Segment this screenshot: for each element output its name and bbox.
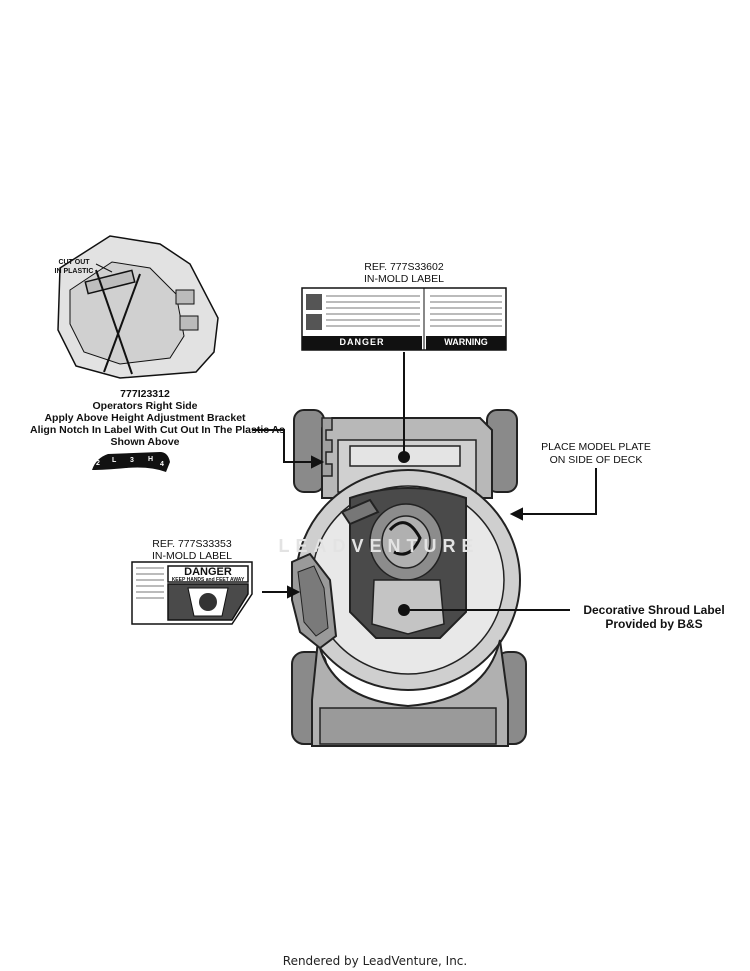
model-plate-line2: ON SIDE OF DECK [549, 454, 643, 466]
cutout-line2: IN PLASTIC [54, 268, 94, 275]
left-label-danger-sub: KEEP HANDS and FEET AWAY [171, 577, 245, 583]
shroud-callout: Decorative Shroud Label Provided by B&S [568, 603, 740, 631]
bracket-detail-graphic [57, 235, 219, 379]
model-plate-line1: PLACE MODEL PLATE [541, 441, 651, 453]
ref-777s33602-callout: REF. 777S33602 IN-MOLD LABEL [334, 261, 474, 285]
ref-777s33353-callout: REF. 777S33353 IN-MOLD LABEL [132, 538, 252, 562]
footer-credit: Rendered by LeadVenture, Inc. [282, 954, 468, 968]
bracket-part-number: 777I23312 [120, 388, 170, 400]
model-plate-callout: PLACE MODEL PLATE ON SIDE OF DECK [528, 441, 664, 467]
label-warning-text: WARNING [444, 337, 488, 347]
ref-777s33353-number: REF. 777S33353 [152, 538, 232, 550]
height-mark-2: 2 [96, 460, 100, 467]
ref-777s33353-type: IN-MOLD LABEL [152, 550, 232, 562]
height-mark-4: 4 [160, 461, 164, 468]
height-mark-3: 3 [130, 457, 134, 464]
mower-illustration [291, 409, 527, 747]
height-mark-l: L [112, 457, 117, 464]
bracket-line3: Align Notch In Label With Cut Out In The… [30, 424, 286, 436]
leader-lines [252, 352, 597, 611]
label-777s33353-graphic [131, 561, 253, 625]
ref-777s33602-number: REF. 777S33602 [364, 261, 444, 273]
cutout-line1: CUT OUT [58, 259, 90, 266]
bracket-line2: Apply Above Height Adjustment Bracket [44, 412, 246, 424]
bracket-callout: 777I23312 Operators Right Side Apply Abo… [30, 388, 286, 448]
height-marks: 2 L 3 H 4 [94, 455, 170, 471]
left-label-danger-text: DANGER [184, 566, 232, 578]
bracket-line4: Shown Above [110, 436, 180, 448]
ref-777s33602-type: IN-MOLD LABEL [364, 273, 444, 285]
height-mark-h: H [148, 456, 154, 463]
cutout-label: CUT OUT IN PLASTIC [44, 258, 104, 276]
shroud-line2: Provided by B&S [605, 617, 703, 631]
bracket-line1: Operators Right Side [92, 400, 198, 412]
watermark: LEADVENTURE [278, 536, 480, 556]
shroud-line1: Decorative Shroud Label [583, 603, 725, 617]
label-777s33602-graphic [301, 287, 507, 351]
height-label-decal [92, 452, 170, 472]
label-danger-text: DANGER [339, 337, 385, 347]
